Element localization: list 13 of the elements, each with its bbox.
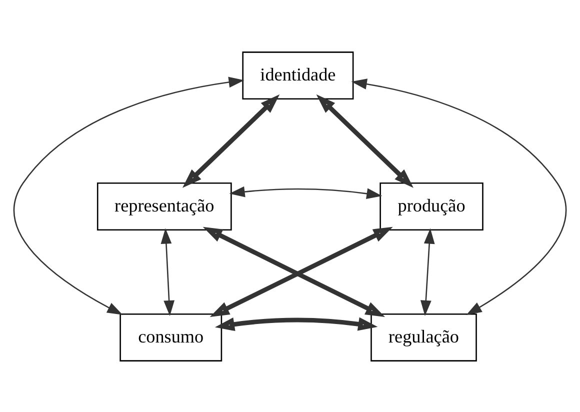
arrow [351,78,566,315]
arrow [14,76,244,314]
arrow [182,94,280,188]
node-box: identidade [242,51,354,100]
arrow [316,94,414,188]
arrow [160,228,175,316]
arrow [229,186,382,199]
node-box: representação [96,182,232,230]
node-box: consumo [120,312,222,361]
arrow [214,316,378,331]
node-box: regulação [370,312,477,361]
arrow [420,228,435,316]
node-box: produção [380,182,484,230]
